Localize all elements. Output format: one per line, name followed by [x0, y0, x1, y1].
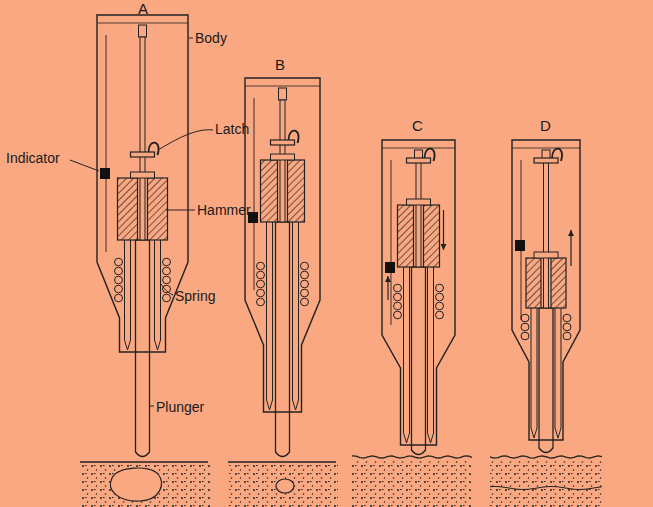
spring — [521, 314, 571, 340]
part-label: Plunger — [156, 399, 204, 415]
body — [245, 78, 320, 412]
surface-line — [352, 456, 472, 458]
concrete-ground — [228, 462, 338, 507]
hammer — [118, 178, 138, 240]
rebound-hammer — [97, 15, 188, 457]
indicator — [515, 240, 525, 251]
figure-letter: A — [138, 1, 148, 17]
latch-hook — [425, 149, 435, 161]
body — [512, 140, 580, 440]
hammer — [424, 205, 440, 267]
plunger — [539, 308, 553, 453]
rebound-hammer — [512, 140, 580, 453]
guide-rod — [416, 162, 421, 267]
latch — [271, 140, 295, 145]
subsurface-layer — [490, 487, 602, 490]
guide-sleeve — [155, 240, 161, 350]
plunger — [276, 222, 290, 457]
guide-sleeve — [428, 267, 434, 443]
guide-sleeve — [555, 308, 561, 438]
cap-slot — [279, 88, 287, 100]
guide-sleeve — [125, 240, 131, 350]
latch — [534, 158, 558, 163]
aggregate-texture — [80, 464, 210, 507]
guide-rod — [544, 162, 549, 308]
body — [97, 15, 188, 352]
body — [382, 140, 455, 445]
guide-rod — [280, 100, 285, 222]
figure-letter: C — [412, 118, 423, 134]
surface-line — [490, 456, 602, 458]
guide-sleeve — [267, 222, 273, 410]
concrete-ground — [80, 462, 210, 507]
hammer — [526, 258, 541, 308]
aggregate-texture — [352, 459, 472, 507]
leader-line — [70, 160, 99, 171]
guide-sleeve — [404, 267, 410, 443]
rebound-hammer — [382, 140, 455, 455]
plunger — [412, 267, 426, 455]
plunger — [136, 240, 150, 457]
aggregate-texture — [490, 459, 602, 507]
hammer — [261, 160, 278, 222]
aggregate-texture — [228, 464, 338, 507]
latch — [407, 158, 431, 163]
guide-sleeve — [531, 308, 537, 438]
figure-letter: B — [275, 57, 285, 73]
concrete-ground — [352, 456, 472, 507]
guide-rod — [140, 37, 145, 240]
hammer-collar — [407, 199, 431, 205]
latch — [131, 152, 155, 157]
hammer-collar — [131, 172, 155, 178]
hammer — [398, 205, 414, 267]
surface-line — [228, 461, 336, 462]
surface-line — [80, 461, 208, 462]
aggregate-pebble — [276, 479, 294, 493]
leader-line — [158, 130, 213, 150]
cap-slot — [139, 25, 147, 37]
latch-hook — [289, 131, 299, 143]
hammer-collar — [271, 154, 295, 160]
spring — [394, 284, 444, 319]
hammer — [148, 178, 168, 240]
figure-letter: D — [540, 118, 551, 134]
hammer — [288, 160, 305, 222]
guide-sleeve — [293, 222, 299, 410]
leader-line — [149, 406, 154, 407]
latch-hook — [552, 149, 562, 161]
part-label: Indicator — [6, 150, 60, 166]
aggregate-rock — [110, 468, 161, 501]
rebound-hammer — [245, 78, 320, 457]
part-label: Body — [195, 30, 227, 46]
latch-hook — [149, 143, 159, 155]
part-label: Spring — [175, 288, 215, 304]
leader-line — [166, 210, 195, 211]
leader-line — [189, 38, 193, 39]
leader-line — [161, 284, 173, 295]
hammer — [551, 258, 566, 308]
part-label: Hammer — [197, 202, 251, 218]
spring — [115, 258, 171, 302]
hammer-collar — [534, 252, 558, 258]
indicator — [100, 168, 110, 179]
concrete-ground — [490, 456, 602, 507]
indicator — [385, 262, 395, 273]
spring — [257, 262, 309, 306]
part-label: Latch — [215, 121, 249, 137]
